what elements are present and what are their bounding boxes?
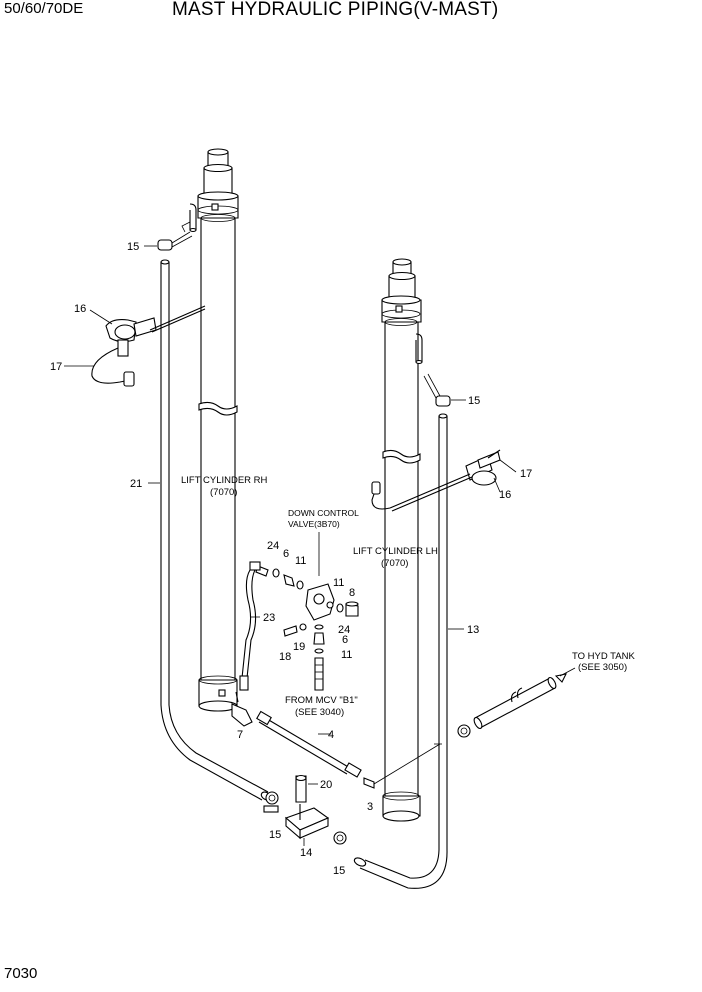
callout-19: 19 (293, 641, 305, 653)
bolt-18 (283, 623, 307, 637)
down-control-valve (305, 583, 335, 621)
label-to-hyd-tank: TO HYD TANK (572, 651, 635, 662)
callout-6: 6 (283, 548, 289, 560)
page-number: 7030 (4, 965, 38, 982)
callout-15: 15 (468, 395, 480, 407)
callout-16: 16 (499, 489, 511, 501)
tee-block-14 (284, 774, 330, 840)
label-lift-cylinder-lh-ref: (7070) (381, 558, 408, 569)
callout-7: 7 (237, 729, 243, 741)
callout-21: 21 (130, 478, 142, 490)
bracket-16-lh (389, 451, 501, 512)
fittings-left-group (255, 565, 304, 590)
callout-23: 23 (263, 612, 275, 624)
label-lift-cylinder-rh-ref: (7070) (210, 487, 237, 498)
callouts: 15 16 17 21 15 17 16 13 24 6 11 11 8 24 … (50, 241, 532, 877)
callout-15: 15 (333, 865, 345, 877)
pipe-21 (160, 259, 272, 801)
callout-11: 11 (333, 577, 344, 589)
model-code: 50/60/70DE (4, 0, 84, 17)
bracket-16-rh (105, 305, 206, 357)
hose-23 (239, 561, 261, 691)
label-from-mcv-ref: (SEE 3040) (295, 707, 344, 718)
fittings-right-group (336, 601, 359, 617)
callout-20: 20 (320, 779, 332, 791)
callout-8: 8 (349, 587, 355, 599)
fitting-3 (363, 743, 441, 789)
callout-13: 13 (467, 624, 479, 636)
clamp-15-bottom-right (333, 831, 347, 845)
cable-17-rh (91, 347, 135, 387)
fittings-stack-group (313, 532, 325, 691)
label-from-mcv: FROM MCV "B1" (285, 695, 358, 706)
clamp-15-top-lh (423, 373, 451, 407)
page-title: MAST HYDRAULIC PIPING(V-MAST) (172, 0, 499, 20)
callout-14: 14 (300, 847, 312, 859)
leader-lines (64, 245, 517, 846)
clamp-15-bottom-left (263, 791, 279, 813)
callout-18: 18 (279, 651, 291, 663)
callout-11: 11 (341, 649, 352, 661)
callout-24: 24 (338, 624, 350, 636)
callout-15: 15 (269, 829, 281, 841)
clamp-15-top-rh (157, 221, 193, 251)
label-lift-cylinder-rh: LIFT CYLINDER RH (181, 475, 268, 486)
callout-4: 4 (328, 729, 334, 741)
hose-4 (256, 710, 362, 778)
callout-3: 3 (367, 801, 373, 813)
callout-6: 6 (342, 634, 348, 646)
label-down-control-valve-ref: VALVE(3B70) (288, 519, 340, 529)
label-lift-cylinder-lh: LIFT CYLINDER LH (353, 546, 438, 557)
text-labels: LIFT CYLINDER RH (7070) LIFT CYLINDER LH… (181, 475, 635, 718)
label-down-control-valve: DOWN CONTROL (288, 508, 359, 518)
tank-return-pipe (457, 667, 576, 738)
callout-17: 17 (520, 468, 532, 480)
callout-11: 11 (295, 555, 306, 567)
lift-cylinder-lh (381, 258, 423, 822)
pipe-13 (353, 413, 448, 889)
lift-cylinder-rh (189, 148, 239, 712)
label-to-hyd-tank-ref: (SEE 3050) (578, 662, 627, 673)
cable-17-lh (371, 449, 501, 510)
callout-16: 16 (74, 303, 86, 315)
callout-15: 15 (127, 241, 139, 253)
callout-24: 24 (267, 540, 279, 552)
callout-17: 17 (50, 361, 62, 373)
tee-fitting-7 (231, 691, 253, 727)
